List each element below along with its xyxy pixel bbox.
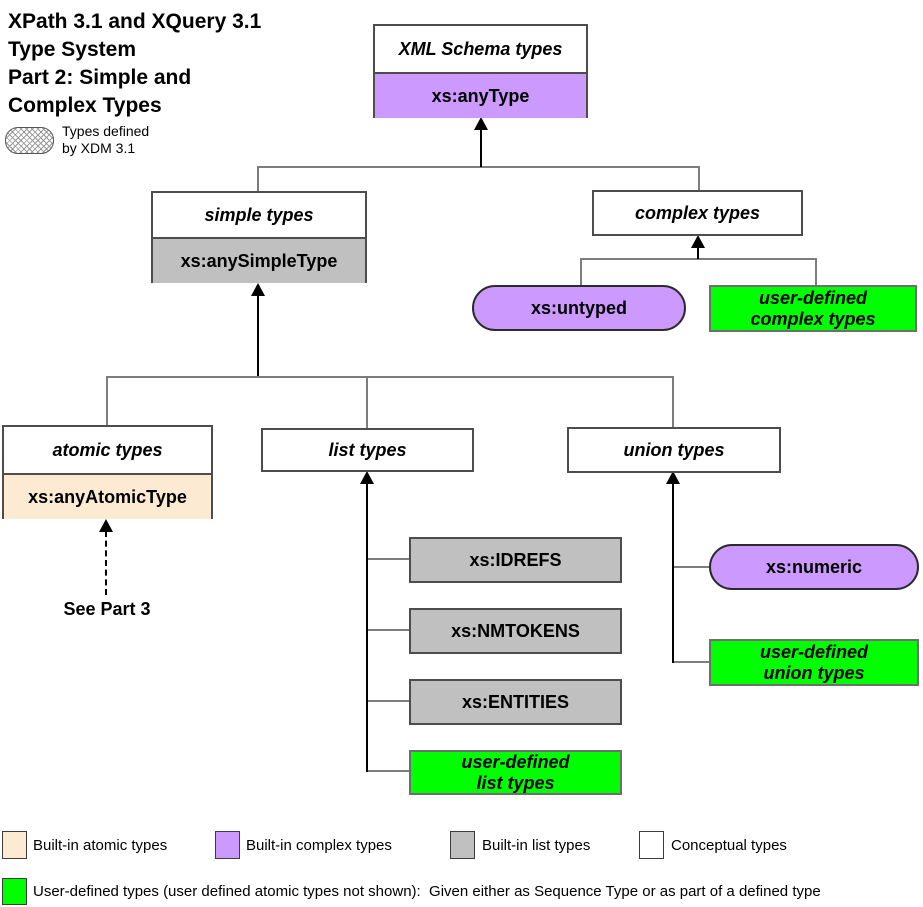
connector-drop-user-complex	[815, 258, 817, 286]
node-user-defined-complex-line2: complex types	[750, 308, 876, 329]
see-part3-note: See Part 3	[63, 599, 151, 619]
node-list-types: list types	[261, 428, 474, 472]
connector-drop-list	[366, 376, 368, 428]
node-xs-anytype: xs:anyType	[375, 72, 586, 118]
legend-note-user-defined: User-defined types (user defined atomic …	[33, 883, 821, 900]
node-user-defined-list-line2: list types	[476, 772, 555, 793]
connector-drop-simple	[257, 166, 259, 191]
xdm-note-line1: Types defined	[62, 123, 150, 139]
node-atomic-types: atomic types xs:anyAtomicType	[2, 425, 213, 519]
node-simple-types: simple types xs:anySimpleType	[151, 191, 367, 283]
node-xs-untyped: xs:untyped	[472, 285, 686, 331]
arrow-shaft-to-simple	[257, 295, 259, 377]
node-complex-types: complex types	[592, 190, 803, 236]
arrowhead-to-simple	[251, 283, 265, 296]
arrow-shaft-to-union	[672, 483, 674, 663]
legend-swatch-built-in-complex	[215, 831, 240, 859]
xdm-note: Types defined by XDM 3.1	[62, 123, 149, 157]
node-union-types: union types	[567, 427, 781, 473]
arrow-shaft-to-anytype	[480, 129, 482, 167]
node-user-defined-union-types: user-defined union types	[709, 639, 919, 686]
connector-drop-complex	[698, 166, 700, 191]
connector-top-horizontal	[258, 166, 700, 168]
node-xs-idrefs: xs:IDREFS	[409, 537, 622, 583]
connector-lower-horizontal	[106, 376, 674, 378]
connector-stub-numeric	[674, 566, 709, 568]
node-xs-nmtokens: xs:NMTOKENS	[409, 608, 622, 654]
legend-label-conceptual: Conceptual types	[671, 836, 787, 854]
arrowhead-to-list	[360, 471, 374, 484]
connector-stub-user-union	[674, 661, 709, 663]
connector-drop-untyped	[580, 258, 582, 286]
node-user-defined-complex-line1: user-defined	[758, 287, 868, 308]
node-xs-entities: xs:ENTITIES	[409, 679, 622, 725]
legend-swatch-built-in-list	[450, 831, 475, 859]
legend-swatch-built-in-atomic	[2, 831, 27, 859]
xdm-note-line2: by XDM 3.1	[62, 140, 136, 156]
dashed-arrow-shaft-see-part3	[105, 531, 107, 595]
node-user-defined-list-line1: user-defined	[461, 751, 570, 772]
legend-label-built-in-complex: Built-in complex types	[246, 836, 392, 854]
page-title: XPath 3.1 and XQuery 3.1 Type System Par…	[8, 8, 261, 120]
connector-stub-entities	[368, 700, 409, 702]
arrowhead-to-anytype	[474, 117, 488, 130]
dashed-arrowhead-see-part3	[99, 519, 113, 532]
arrowhead-to-complex	[691, 235, 705, 248]
connector-drop-union	[672, 376, 674, 427]
node-atomic-types-header: atomic types	[4, 427, 211, 473]
node-xs-anysimpletype: xs:anySimpleType	[153, 237, 365, 283]
connector-stub-nmtokens	[368, 629, 409, 631]
arrow-shaft-to-complex	[697, 247, 699, 259]
xdm-hatched-pill-icon	[5, 127, 54, 154]
legend-label-built-in-atomic: Built-in atomic types	[33, 836, 168, 854]
connector-stub-idrefs	[368, 558, 409, 560]
connector-stub-user-list	[368, 770, 409, 772]
page-title-line2: Type System	[8, 38, 136, 61]
legend-label-built-in-list: Built-in list types	[482, 836, 591, 854]
page-title-line3: Part 2: Simple and	[8, 66, 192, 89]
connector-drop-atomic	[106, 376, 108, 426]
page-title-line4: Complex Types	[8, 94, 162, 117]
arrow-shaft-to-list	[366, 483, 368, 772]
page-title-line1: XPath 3.1 and XQuery 3.1	[8, 10, 262, 33]
node-xml-schema-types-header: XML Schema types	[375, 26, 586, 72]
node-xs-numeric: xs:numeric	[709, 544, 919, 590]
node-xml-schema-types: XML Schema types xs:anyType	[373, 24, 588, 118]
connector-complex-horizontal	[581, 258, 817, 260]
legend-swatch-user-defined	[2, 878, 27, 905]
node-user-defined-list-types: user-defined list types	[409, 750, 622, 795]
node-xs-anyatomictype: xs:anyAtomicType	[4, 473, 211, 519]
node-simple-types-header: simple types	[153, 193, 365, 237]
node-user-defined-union-line1: user-defined	[759, 641, 869, 662]
node-user-defined-complex-types: user-defined complex types	[709, 285, 917, 332]
node-user-defined-union-line2: union types	[763, 662, 865, 683]
legend-swatch-conceptual	[639, 831, 664, 859]
arrowhead-to-union	[666, 471, 680, 484]
